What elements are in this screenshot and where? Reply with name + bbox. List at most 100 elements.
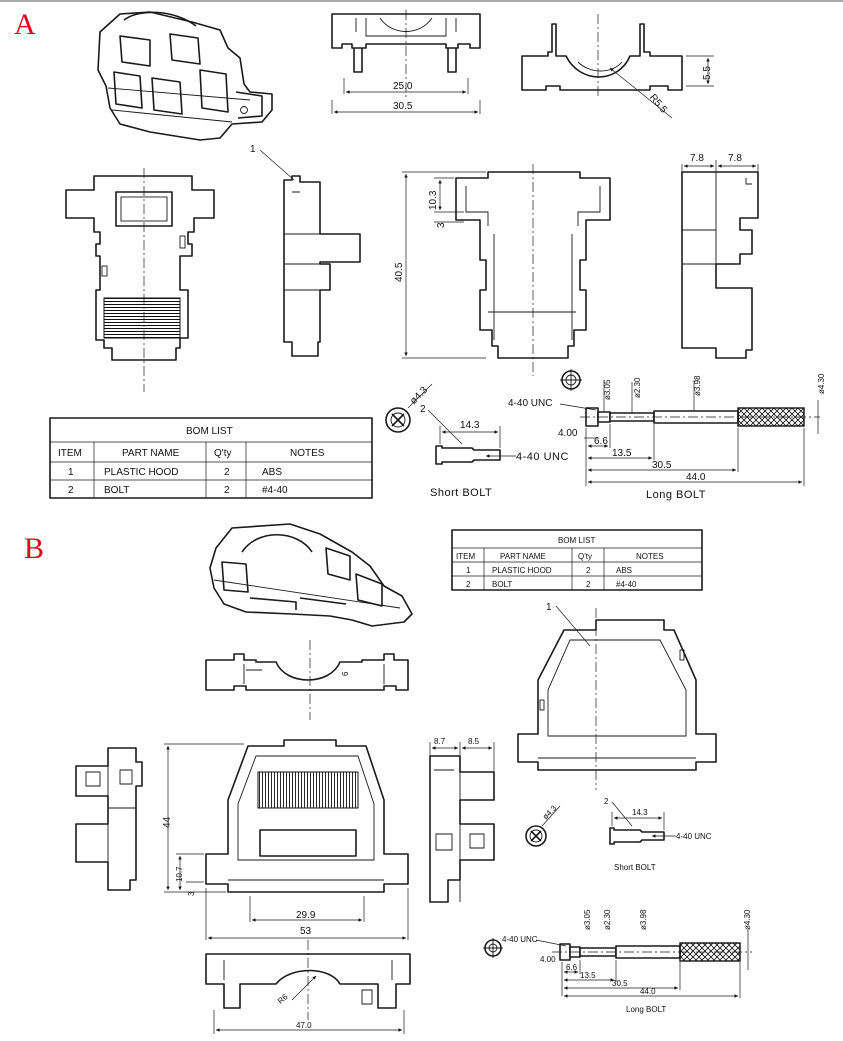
dim-r5-5: R5.5: [647, 92, 669, 116]
a-d398: ø3.98: [693, 375, 702, 396]
a-section-view: 40.5 10.3 3: [394, 164, 611, 376]
b-dim-44: 44: [162, 816, 173, 828]
b-long-thread: 4-40 UNC: [502, 935, 538, 944]
b-long-bolt: 4-40 UNC ø3.05 ø2.30 ø3.98 ø4.30 4.00 6.…: [483, 909, 752, 1014]
a-d135: 13.5: [612, 448, 632, 459]
bom-a-r1-qty: 2: [224, 467, 230, 478]
b-isometric-hood: [209, 523, 413, 627]
bom-b-r1-qty: 2: [586, 566, 591, 575]
a-top-view: 25.0 30.5: [331, 10, 481, 114]
b-dim-47: 47.0: [296, 1021, 312, 1030]
dim-7-8-right: 7.8: [728, 153, 742, 164]
bom-b-r2-qty: 2: [586, 580, 591, 589]
callout-2-b: 2: [604, 797, 609, 806]
a-long-thread: 4-40 UNC: [508, 398, 552, 409]
bom-a-r2-part: BOLT: [104, 485, 129, 496]
b-d305: ø3.05: [583, 909, 592, 930]
a-short-thread: 4-40 UNC: [516, 451, 569, 463]
b-long-bolt-label: Long BOLT: [626, 1005, 666, 1014]
bom-b-r1-part: PLASTIC HOOD: [492, 566, 552, 575]
bom-b-header-qty: Q'ty: [578, 552, 592, 561]
b-d400: 4.00: [540, 955, 556, 964]
bom-b-title: BOM LIST: [558, 536, 595, 545]
b-right-view: 8.7 8.5: [429, 737, 495, 903]
a-short-bolt: ø4.3 2 14.3 4-40 UNC Short BOLT: [385, 383, 569, 499]
a-profile-view: 5.5 R5.5: [521, 14, 714, 119]
dim-7-8-left: 7.8: [690, 153, 704, 164]
a-d430: ø4.30: [817, 373, 826, 394]
b-dim-10-7: 10.7: [175, 866, 184, 882]
b-dia-4-3: ø4.3: [541, 803, 559, 821]
b-short-bolt-label: Short BOLT: [614, 863, 656, 872]
b-d398: ø3.98: [639, 909, 648, 930]
b-short-len: 14.3: [632, 808, 648, 817]
b-dim-6: 6: [341, 671, 350, 676]
b-d440: 44.0: [640, 987, 656, 996]
a-bom-table: BOM LIST ITEM PART NAME Q'ty NOTES 1 PLA…: [49, 417, 373, 499]
b-dim-r6: R6: [276, 992, 290, 1006]
b-dim-8-5: 8.5: [468, 737, 480, 746]
b-dim-3: 3: [187, 891, 196, 896]
a-d305: ø3.05: [603, 379, 612, 400]
a-d400: 4.00: [558, 428, 578, 439]
a-short-bolt-label: Short BOLT: [430, 487, 492, 499]
bom-a-r2-qty: 2: [224, 485, 230, 496]
bom-a-header-item: ITEM: [58, 448, 82, 459]
dim-30-5: 30.5: [393, 101, 413, 112]
a-short-len: 14.3: [460, 420, 480, 431]
dim-3-a: 3: [436, 222, 447, 228]
section-b-label: B: [24, 532, 44, 565]
a-long-bolt: 4-40 UNC ø3.05 ø2.30 ø3.98 ø4.30 4.00 6.…: [508, 369, 826, 501]
dim-10-3: 10.3: [428, 190, 439, 210]
a-side-view: 1: [250, 144, 361, 357]
bom-b-header-notes: NOTES: [636, 552, 664, 561]
dim-5-5: 5.5: [702, 66, 713, 80]
bom-b-r2-notes: #4-40: [616, 580, 637, 589]
a-isometric-hood: [97, 11, 273, 141]
section-a-label: A: [14, 8, 36, 41]
callout-1-a: 1: [250, 144, 256, 155]
dim-25: 25.0: [393, 81, 413, 92]
bom-a-title: BOM LIST: [186, 426, 233, 437]
bom-a-r2-item: 2: [68, 485, 74, 496]
b-d230: ø2.30: [603, 909, 612, 930]
bom-a-header-notes: NOTES: [290, 448, 325, 459]
bom-b-r2-part: BOLT: [492, 580, 512, 589]
a-d305len: 30.5: [652, 460, 672, 471]
b-dim-53: 53: [300, 926, 312, 937]
bom-a-r1-notes: ABS: [262, 467, 282, 478]
a-d440: 44.0: [686, 472, 706, 483]
b-front-view: 44 10.7 3 29.9 53: [162, 739, 409, 940]
bom-b-header-part: PART NAME: [500, 552, 546, 561]
a-d66: 6.6: [594, 436, 608, 447]
b-bom-table: BOM LIST ITEM PART NAME Q'ty NOTES 1 PLA…: [451, 529, 703, 591]
bom-a-r1-part: PLASTIC HOOD: [104, 467, 178, 478]
bom-b-r2-item: 2: [466, 580, 471, 589]
bom-b-r1-item: 1: [466, 566, 471, 575]
a-long-bolt-label: Long BOLT: [646, 489, 706, 501]
a-d230: ø2.30: [633, 377, 642, 398]
a-front-view: [65, 168, 215, 392]
b-d66: 6.6: [566, 963, 578, 972]
b-d305len: 30.5: [612, 979, 628, 988]
bom-a-r1-item: 1: [68, 467, 74, 478]
bom-a-header-part: PART NAME: [122, 448, 180, 459]
callout-1-b: 1: [546, 602, 552, 613]
b-short-thread: 4-40 UNC: [676, 832, 712, 841]
bom-b-r1-notes: ABS: [616, 566, 632, 575]
b-dim-29-9: 29.9: [296, 910, 316, 921]
b-d135: 13.5: [580, 971, 596, 980]
b-top-view: 6: [205, 640, 409, 720]
a-right-view: 7.8 7.8: [681, 153, 759, 359]
b-short-bolt: ø4.3 2 14.3 4-40 UNC Short BOLT: [525, 797, 712, 872]
b-bottom-view: R6 47.0: [205, 940, 411, 1034]
b-dim-8-7: 8.7: [434, 737, 446, 746]
b-d430: ø4.30: [743, 909, 752, 930]
b-outline-view: 1: [517, 602, 717, 790]
b-left-view: [75, 747, 143, 891]
bom-a-header-qty: Q'ty: [214, 448, 231, 459]
bom-a-r2-notes: #4-40: [262, 485, 288, 496]
callout-2-a: 2: [420, 404, 426, 415]
dim-40-5: 40.5: [394, 262, 405, 282]
